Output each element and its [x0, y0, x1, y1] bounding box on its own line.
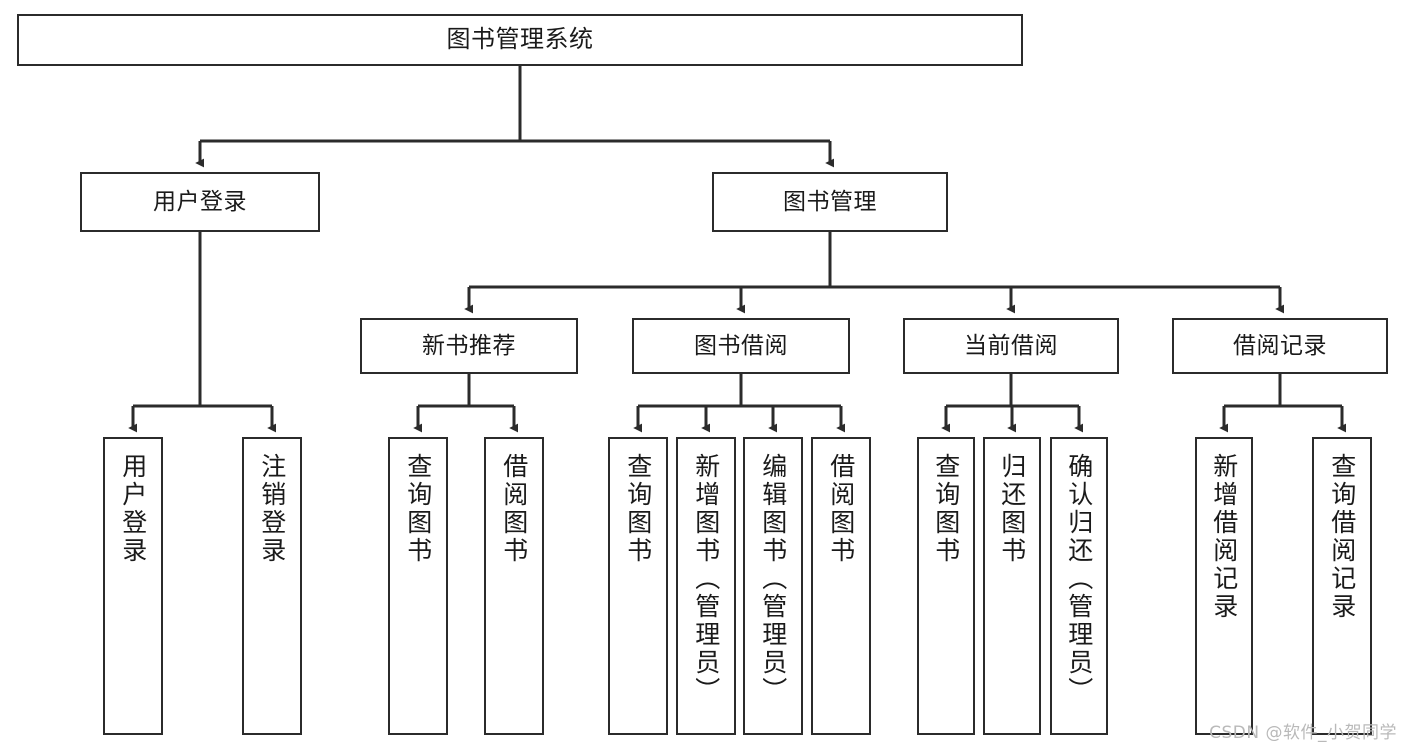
- node-new-book-recommend-label: 新书推荐: [422, 332, 516, 359]
- node-leaf-return-book-label: 归还图书: [997, 453, 1027, 565]
- watermark-text: CSDN @软件_小贺同学: [1209, 723, 1397, 743]
- node-book-manage-label: 图书管理: [783, 188, 877, 215]
- node-book-borrow-label: 图书借阅: [694, 332, 788, 359]
- node-leaf-query-book-b-label: 查询图书: [623, 453, 653, 565]
- node-leaf-query-record[interactable]: 查询借阅记录: [1312, 437, 1372, 735]
- node-user-login-label: 用户登录: [153, 188, 247, 215]
- node-current-borrow[interactable]: 当前借阅: [903, 318, 1119, 374]
- node-leaf-borrow-book-b[interactable]: 借阅图书: [811, 437, 871, 735]
- node-leaf-user-login[interactable]: 用户登录: [103, 437, 163, 735]
- node-leaf-query-book-a-label: 查询图书: [403, 453, 433, 565]
- node-leaf-query-book-c[interactable]: 查询图书: [917, 437, 975, 735]
- node-leaf-user-logout[interactable]: 注销登录: [242, 437, 302, 735]
- node-leaf-confirm-return-label: 确认归还（管理员）: [1064, 453, 1094, 705]
- node-leaf-add-record-label: 新增借阅记录: [1209, 453, 1239, 621]
- node-leaf-add-book[interactable]: 新增图书（管理员）: [676, 437, 736, 735]
- node-leaf-add-book-label: 新增图书（管理员）: [691, 453, 721, 705]
- node-borrow-record[interactable]: 借阅记录: [1172, 318, 1388, 374]
- node-leaf-query-book-a[interactable]: 查询图书: [388, 437, 448, 735]
- node-leaf-edit-book-label: 编辑图书（管理员）: [758, 453, 788, 705]
- node-leaf-return-book[interactable]: 归还图书: [983, 437, 1041, 735]
- node-leaf-confirm-return[interactable]: 确认归还（管理员）: [1050, 437, 1108, 735]
- node-root[interactable]: 图书管理系统: [17, 14, 1023, 66]
- node-leaf-edit-book[interactable]: 编辑图书（管理员）: [743, 437, 803, 735]
- node-root-label: 图书管理系统: [446, 25, 594, 54]
- node-current-borrow-label: 当前借阅: [964, 332, 1058, 359]
- node-leaf-query-book-b[interactable]: 查询图书: [608, 437, 668, 735]
- node-book-manage[interactable]: 图书管理: [712, 172, 948, 232]
- node-leaf-borrow-book-a[interactable]: 借阅图书: [484, 437, 544, 735]
- node-book-borrow[interactable]: 图书借阅: [632, 318, 850, 374]
- node-leaf-user-logout-label: 注销登录: [257, 453, 287, 565]
- node-leaf-add-record[interactable]: 新增借阅记录: [1195, 437, 1253, 735]
- node-leaf-query-book-c-label: 查询图书: [931, 453, 961, 565]
- node-user-login[interactable]: 用户登录: [80, 172, 320, 232]
- node-new-book-recommend[interactable]: 新书推荐: [360, 318, 578, 374]
- node-leaf-borrow-book-a-label: 借阅图书: [499, 453, 529, 565]
- node-leaf-user-login-label: 用户登录: [118, 453, 148, 565]
- node-borrow-record-label: 借阅记录: [1233, 332, 1327, 359]
- node-leaf-borrow-book-b-label: 借阅图书: [826, 453, 856, 565]
- node-leaf-query-record-label: 查询借阅记录: [1327, 453, 1357, 621]
